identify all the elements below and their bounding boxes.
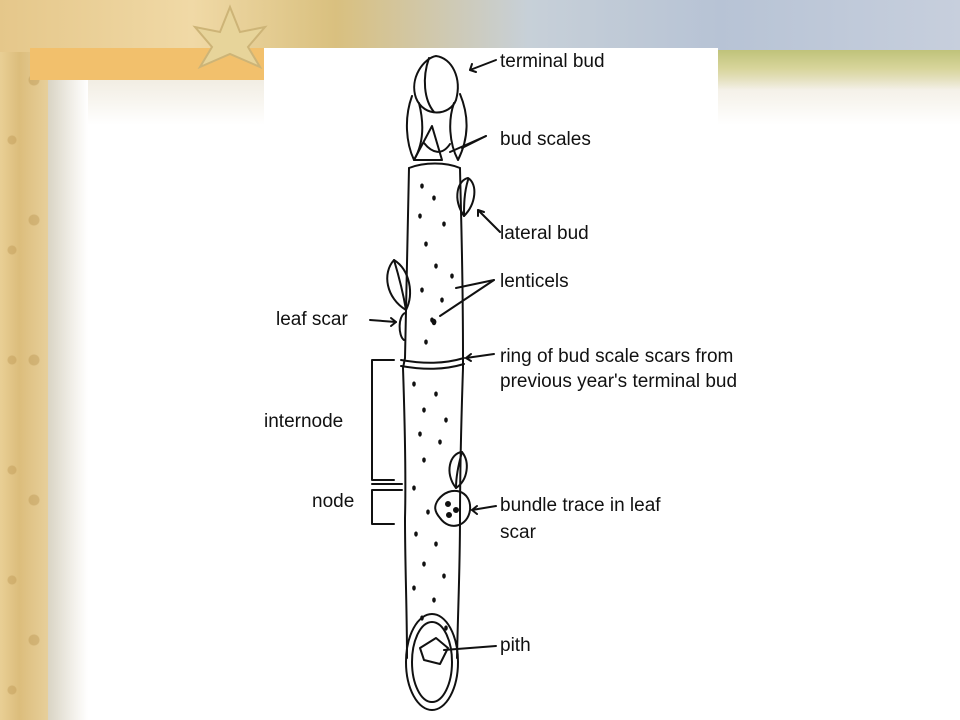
lateral-bud-drawing bbox=[456, 177, 476, 217]
lenticel-dots bbox=[412, 183, 454, 631]
node-bracket bbox=[371, 483, 403, 525]
terminal-bud-drawing bbox=[405, 55, 468, 169]
parchment-texture-left bbox=[0, 0, 48, 720]
label-lateral-bud: lateral bud bbox=[500, 223, 589, 244]
banner-texture bbox=[0, 0, 960, 52]
leaf-icon bbox=[192, 4, 268, 70]
stem-outline bbox=[400, 167, 465, 659]
shadow-left bbox=[48, 80, 88, 720]
banner-grass bbox=[718, 50, 960, 90]
twig-drawing bbox=[369, 55, 501, 711]
label-node: node bbox=[312, 491, 355, 512]
label-pith: pith bbox=[500, 635, 531, 656]
label-internode: internode bbox=[264, 411, 344, 432]
label-terminal-bud: terminal bud bbox=[500, 51, 605, 72]
internode-bracket bbox=[371, 359, 395, 481]
pointer-lines bbox=[369, 59, 501, 651]
label-bundle-trace: bundle trace in leaf scar bbox=[500, 495, 661, 543]
lower-bud-drawing bbox=[434, 451, 472, 527]
left-bud-drawing bbox=[386, 259, 411, 341]
label-ring-of-bud-scale-scars: ring of bud scale scars from previous ye… bbox=[500, 346, 738, 392]
twig-diagram: terminal bud bud scales lateral bud lent… bbox=[264, 48, 737, 720]
label-bud-scales: bud scales bbox=[500, 129, 591, 150]
label-lenticels: lenticels bbox=[500, 271, 569, 292]
slide-banner bbox=[0, 0, 960, 125]
pith-drawing bbox=[405, 613, 459, 711]
label-leaf-scar: leaf scar bbox=[276, 309, 348, 330]
